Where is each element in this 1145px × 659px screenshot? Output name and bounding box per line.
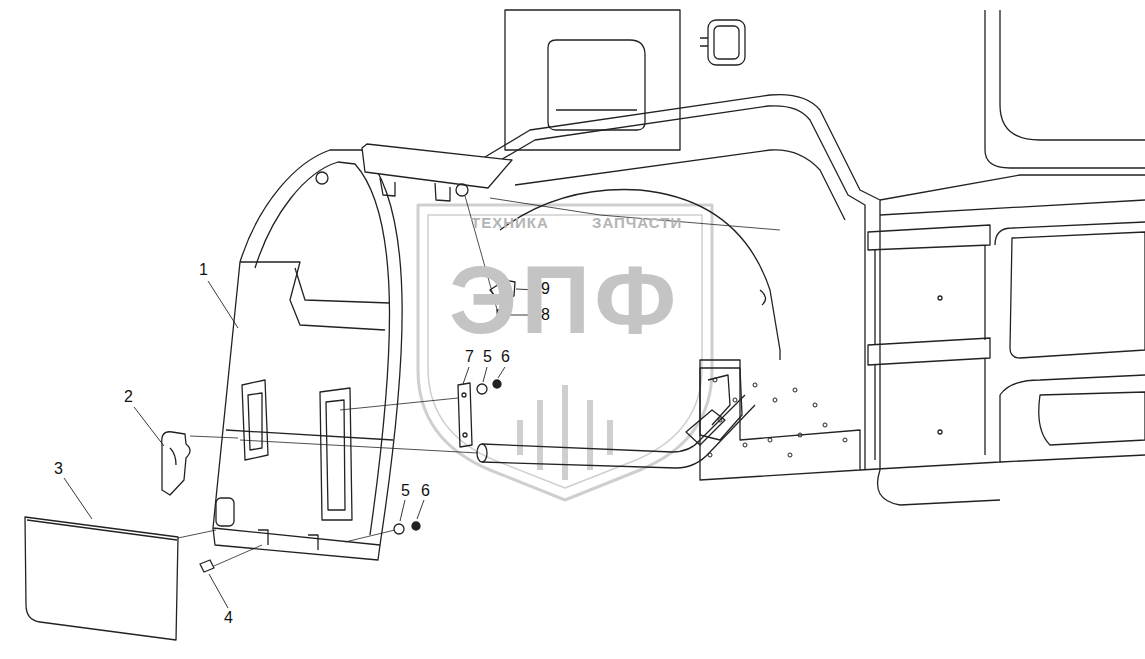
callout-number: 3 [54,461,63,477]
mudflap [25,517,178,640]
callout-number: 2 [124,389,133,405]
watermark-text: ТЕХНИКА [471,215,549,230]
callout-number: 8 [541,307,550,323]
callout-number: 1 [199,262,208,278]
callout-number: 7 [465,349,474,365]
watermark-logo: ЭПФ [449,252,680,348]
callout-number: 4 [224,610,233,626]
assembly-lines [178,196,780,566]
mudflap-edge [27,520,177,540]
fender [213,144,512,560]
callout-number: 9 [541,281,550,297]
callout-number: 5 [483,349,492,365]
watermark-text: ЗАПЧАСТИ [592,215,682,230]
pipe [477,395,755,468]
callout-number: 6 [421,483,430,499]
watermark-shield [418,205,712,500]
callout-number: 5 [401,483,410,499]
callout-number: 6 [501,349,510,365]
